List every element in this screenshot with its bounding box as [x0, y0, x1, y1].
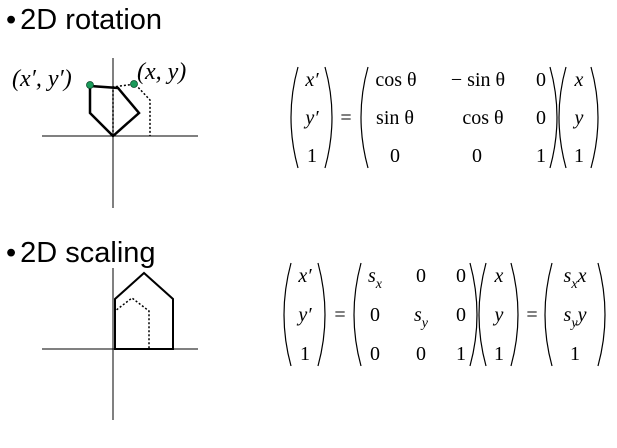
- scale-m-01: 0: [416, 265, 426, 287]
- scaling-heading: •2D scaling: [6, 237, 156, 269]
- scale-result-paren-left: [544, 262, 553, 367]
- rot-matrix-paren-left: [360, 66, 369, 169]
- scale-result-0: sxx: [564, 265, 587, 292]
- rot-equals: =: [340, 107, 351, 129]
- scale-m-22: 1: [456, 343, 466, 365]
- scale-m-20: 0: [370, 343, 380, 365]
- rot-lhs-0: x′: [304, 69, 319, 91]
- scale-equals-2: =: [526, 304, 537, 326]
- rotated-point-label: (x′, y′): [12, 66, 72, 92]
- rot-m-12: 0: [536, 107, 546, 129]
- scale-matrix-paren-left: [353, 262, 362, 367]
- rotation-title: 2D rotation: [20, 4, 163, 36]
- rot-lhs-2: 1: [307, 145, 317, 167]
- scaled-house-shape: [114, 271, 174, 350]
- scale-m-21: 0: [416, 343, 426, 365]
- scale-lhs-paren-right: [317, 262, 326, 367]
- rot-rhs-1: y: [573, 107, 584, 129]
- scale-lhs-2: 1: [300, 343, 310, 365]
- scaling-title: 2D scaling: [20, 237, 156, 269]
- rot-m-11: cos θ: [462, 107, 503, 129]
- scale-lhs-paren-left: [283, 262, 292, 367]
- rot-rhs-paren-right: [590, 66, 599, 169]
- rot-lhs-paren-right: [324, 66, 333, 169]
- rot-rhs-paren-left: [558, 66, 567, 169]
- rot-m-21: 0: [472, 145, 482, 167]
- scaling-bullet: •: [6, 237, 17, 269]
- scale-m-00: sx: [368, 265, 383, 292]
- scaling-diagram: [42, 268, 198, 420]
- rot-m-00: cos θ: [375, 69, 416, 91]
- scale-rhs-paren-right: [510, 262, 519, 367]
- rot-m-02: 0: [536, 69, 546, 91]
- rotation-heading: •2D rotation: [6, 4, 162, 36]
- rotation-equation: x′ y′ 1 = cos θ − sin θ 0 sin θ cos θ 0 …: [290, 66, 599, 169]
- scale-matrix-paren-right: [469, 262, 478, 367]
- scale-rhs-1: y: [493, 304, 504, 326]
- scale-m-02: 0: [456, 265, 466, 287]
- rot-lhs-paren-left: [290, 66, 299, 169]
- original-shape: [112, 83, 151, 136]
- original-point-marker: [130, 80, 138, 88]
- scale-rhs-paren-left: [478, 262, 487, 367]
- rot-m-20: 0: [390, 145, 400, 167]
- scale-rhs-0: x: [494, 265, 504, 287]
- scale-m-11: sy: [414, 304, 429, 331]
- scale-result-2: 1: [570, 343, 580, 365]
- scaling-equation: x′ y′ 1 = sx 0 0 0 sy 0 0 0 1 x y 1 = sx…: [283, 262, 606, 367]
- scale-result-paren-right: [597, 262, 606, 367]
- rotated-point-marker: [86, 81, 94, 89]
- rotation-diagram: [42, 58, 198, 208]
- original-house-shape: [114, 297, 150, 349]
- scale-equals-1: =: [334, 304, 345, 326]
- rotated-shape: [88, 84, 141, 138]
- rot-m-22: 1: [536, 145, 546, 167]
- scale-lhs-1: y′: [296, 304, 312, 326]
- rot-lhs-1: y′: [303, 107, 319, 129]
- scale-m-12: 0: [456, 304, 466, 326]
- rot-rhs-2: 1: [574, 145, 584, 167]
- original-point-label: (x, y): [137, 59, 186, 85]
- scale-lhs-0: x′: [297, 265, 312, 287]
- scale-result-1: syy: [564, 304, 587, 331]
- rot-rhs-0: x: [574, 69, 584, 91]
- scale-rhs-2: 1: [494, 343, 504, 365]
- rot-matrix-paren-right: [549, 66, 558, 169]
- rot-m-10: sin θ: [376, 107, 414, 129]
- rot-m-01: − sin θ: [451, 69, 505, 91]
- scale-m-10: 0: [370, 304, 380, 326]
- rotation-bullet: •: [6, 4, 17, 36]
